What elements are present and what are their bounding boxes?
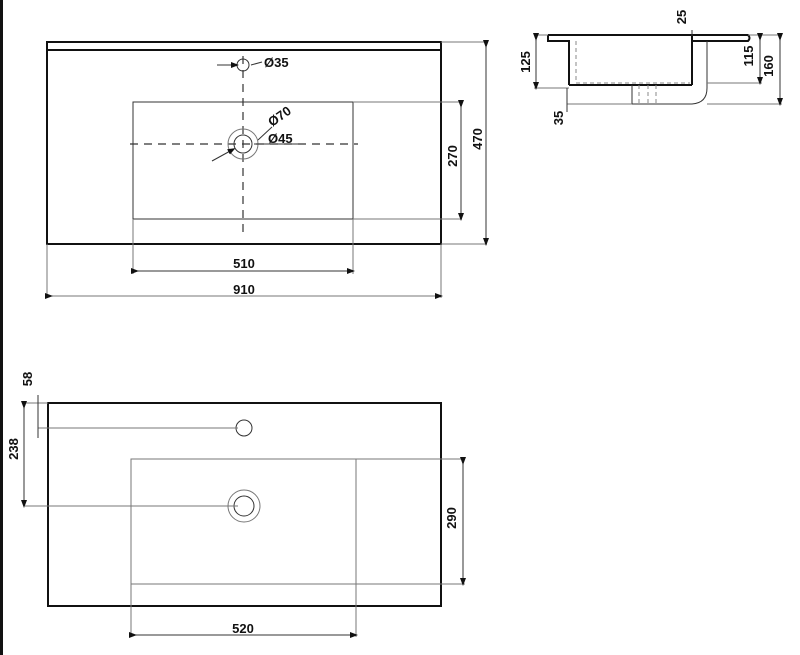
dim-rim-thickness: 25 <box>674 10 689 24</box>
drain-inner-icon <box>233 134 253 154</box>
bottom-cutout <box>130 458 357 585</box>
dim-drain-offset-section: 35 <box>551 111 566 125</box>
dim-tap-hole-offset: 58 <box>20 372 35 386</box>
dim-tap-hole-diameter: Ø35 <box>264 55 289 70</box>
dim-inner-height: 115 <box>741 46 756 67</box>
dim-overall-height: 160 <box>761 55 776 77</box>
dim-drain-offset: 238 <box>6 438 21 460</box>
side-section-view: 125 35 25 115 160 <box>518 10 783 125</box>
bottom-tap-hole-icon <box>235 419 253 437</box>
section-rim <box>548 34 751 42</box>
bottom-outline <box>47 402 442 607</box>
dim-basin-depth: 270 <box>445 145 460 167</box>
top-view: Ø35 Ø70 Ø45 270 470 510 910 <box>45 40 489 299</box>
bottom-view: 58 238 290 520 <box>6 372 466 638</box>
dim-drain-outer-diameter: Ø70 <box>265 103 294 129</box>
left-border <box>0 0 3 655</box>
dim-cutout-depth: 290 <box>444 507 459 529</box>
basin-outline <box>46 41 442 245</box>
dim-overall-depth: 470 <box>470 128 485 150</box>
dim-cutout-width: 520 <box>232 621 254 636</box>
dim-overall-width: 910 <box>233 282 255 297</box>
dim-drain-inner-diameter: Ø45 <box>268 131 293 146</box>
dim-basin-width: 510 <box>233 256 255 271</box>
dim-left-height: 125 <box>518 51 533 73</box>
